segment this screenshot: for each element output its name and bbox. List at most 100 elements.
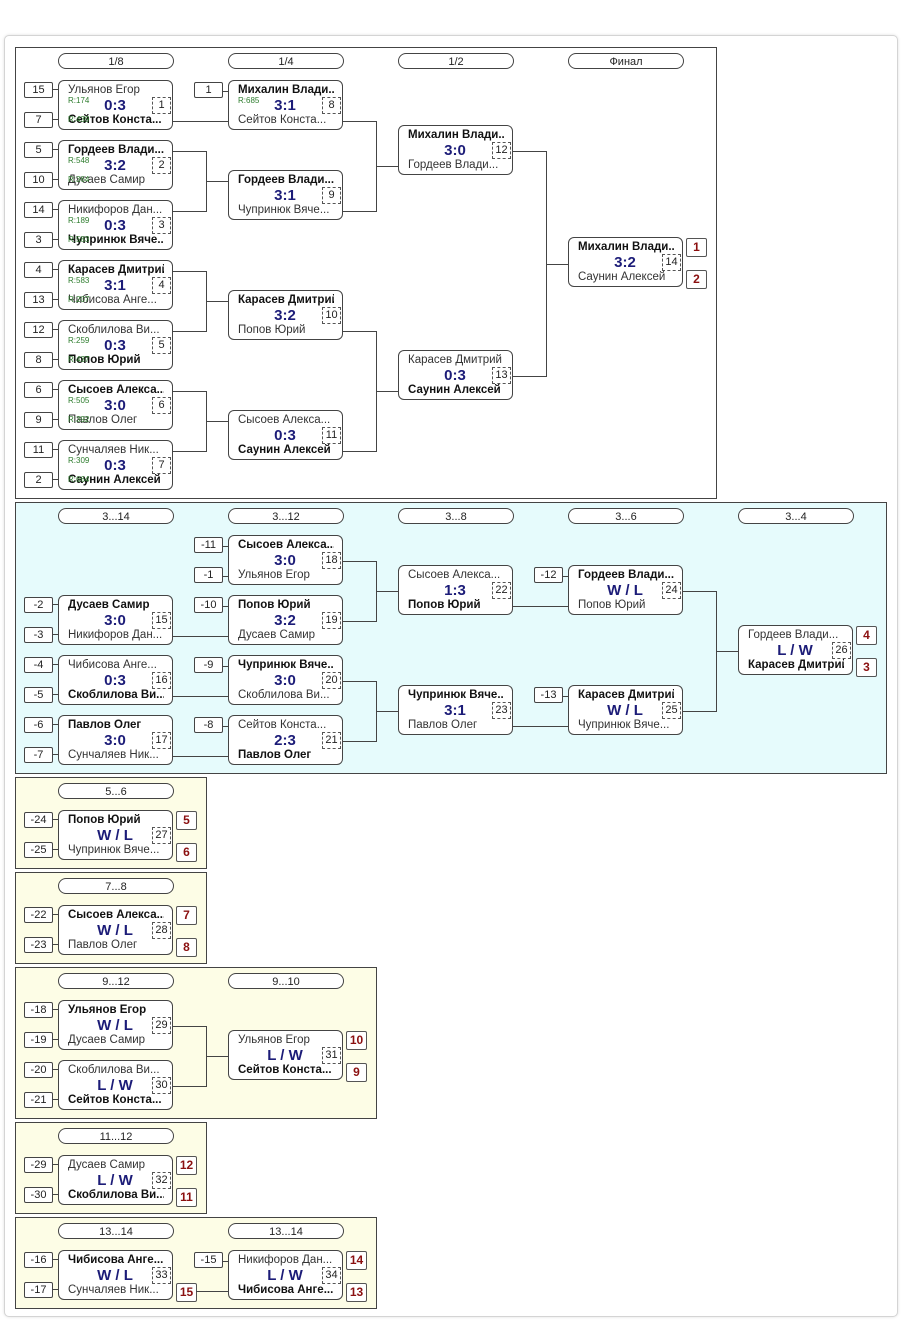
player-bottom: Карасев Дмитрий <box>748 659 844 671</box>
player-top: Карасев Дмитрий <box>68 264 164 276</box>
final-place-badge: 9 <box>346 1063 367 1082</box>
final-place-badge: 8 <box>176 938 197 957</box>
seed-number: -2 <box>24 597 53 613</box>
connector-line <box>343 681 376 682</box>
connector-line <box>206 421 228 422</box>
match-score: W / L <box>97 827 133 844</box>
match-number: 19 <box>322 612 341 629</box>
match-number: 31 <box>322 1047 341 1064</box>
seed-number: -20 <box>24 1062 53 1078</box>
player-bottom: Павлов Олег <box>238 749 312 761</box>
final-place-badge: 5 <box>176 811 197 830</box>
rating-bottom: R:392 <box>68 415 90 424</box>
player-top: Ульянов Егор <box>68 1004 147 1016</box>
connector-line <box>52 604 58 605</box>
connector-line <box>173 331 206 332</box>
connector-line <box>52 209 58 210</box>
player-top: Чибисова Анге... <box>68 659 157 671</box>
connector-line <box>222 666 228 667</box>
rating-bottom: R:437 <box>68 355 90 364</box>
connector-line <box>513 376 546 377</box>
player-top: Дусаев Самир <box>68 1159 146 1171</box>
connector-line <box>52 149 58 150</box>
player-top: Карасев Дмитрий <box>408 354 502 366</box>
player-top: Чибисова Анге... <box>68 1254 164 1266</box>
connector-line <box>52 1164 58 1165</box>
connector-line <box>173 636 228 637</box>
player-bottom: Дусаев Самир <box>68 174 146 186</box>
connector-line <box>173 451 206 452</box>
connector-line <box>343 621 376 622</box>
player-bottom: Саунин Алексей <box>238 444 331 456</box>
player-top: Сысоев Алекса... <box>238 539 334 551</box>
seed-number: 11 <box>24 442 53 458</box>
match-score: L / W <box>777 642 813 659</box>
connector-line <box>222 546 228 547</box>
connector-line <box>52 479 58 480</box>
connector-line <box>343 211 376 212</box>
rating-bottom: R:207 <box>68 295 90 304</box>
round-header: Финал <box>568 53 684 69</box>
rating-top: R:583 <box>68 276 90 285</box>
match-number: 21 <box>322 732 341 749</box>
match-score: 3:2 <box>104 157 126 174</box>
match-score: 0:3 <box>104 457 126 474</box>
connector-line <box>222 576 228 577</box>
match-score: 3:0 <box>274 552 296 569</box>
match-number: 14 <box>662 254 681 271</box>
player-bottom: Чупринюк Вяче... <box>238 204 330 216</box>
player-top: Скоблилова Ви... <box>68 324 160 336</box>
player-bottom: Павлов Олег <box>68 939 138 951</box>
rating-bottom: R:583 <box>68 235 90 244</box>
player-top: Михалин Влади... <box>578 241 674 253</box>
match-score: 3:2 <box>274 307 296 324</box>
match-number: 27 <box>152 827 171 844</box>
seed-number: -18 <box>24 1002 53 1018</box>
round-header: 1/2 <box>398 53 514 69</box>
match-score: L / W <box>97 1172 133 1189</box>
player-top: Никифоров Дан... <box>238 1254 333 1266</box>
match-score: L / W <box>267 1267 303 1284</box>
match-number: 8 <box>322 97 341 114</box>
player-top: Михалин Влади... <box>238 84 334 96</box>
connector-line <box>173 271 206 272</box>
seed-number: 3 <box>24 232 53 248</box>
connector-line <box>683 711 716 712</box>
player-bottom: Чибисова Анге... <box>238 1284 334 1296</box>
player-bottom: Саунин Алексей <box>578 271 666 283</box>
